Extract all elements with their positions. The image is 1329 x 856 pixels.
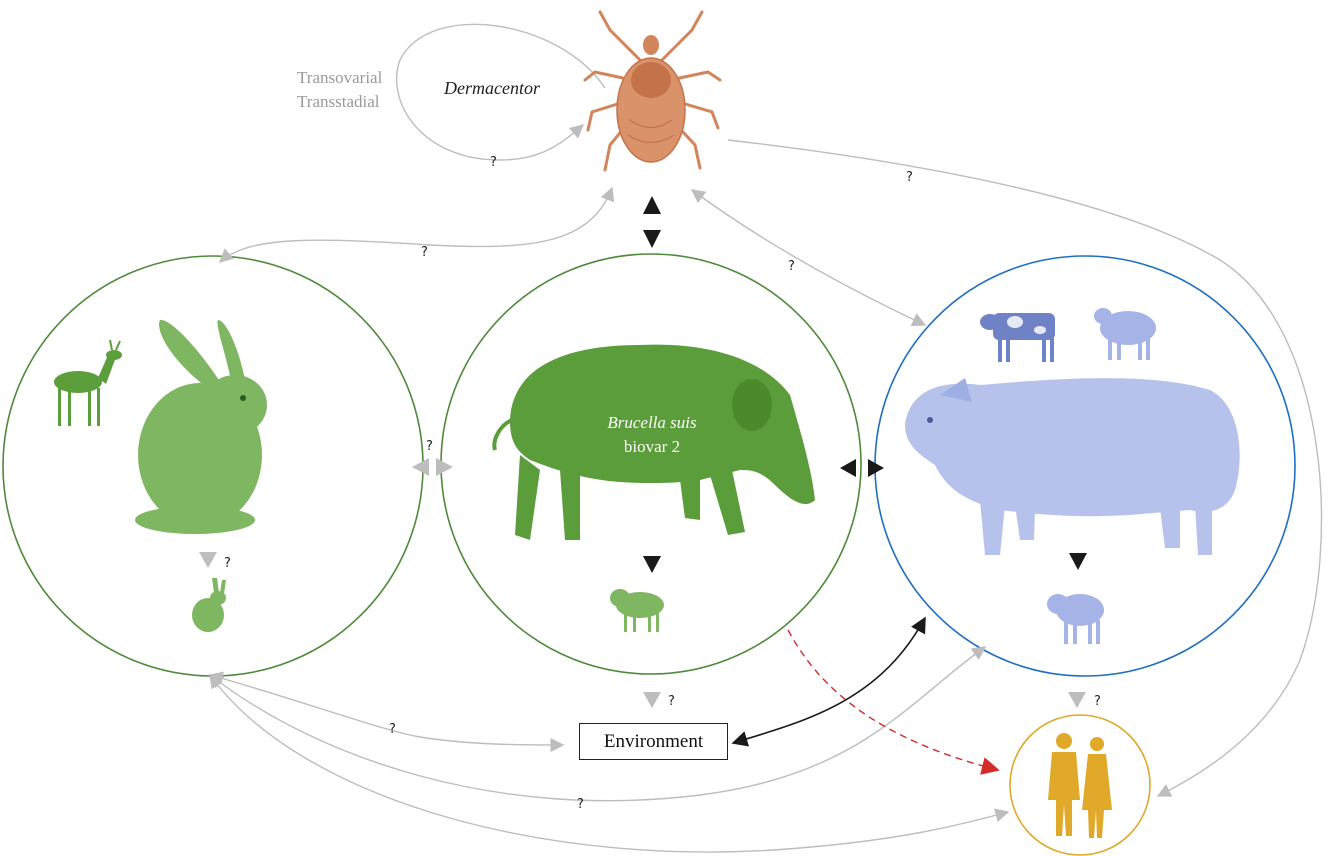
q-hares-boar: ? bbox=[426, 439, 433, 454]
transstadial-label: Transstadial bbox=[297, 92, 380, 111]
transovarial-label: Transovarial bbox=[297, 68, 383, 87]
boar-offspring-arrowhead bbox=[643, 556, 661, 573]
pathogen-biovar-label: biovar 2 bbox=[624, 437, 680, 456]
q-tick-domestic: ? bbox=[788, 259, 795, 274]
environment-box: Environment bbox=[579, 723, 728, 760]
dermacentor-label: Dermacentor bbox=[443, 78, 541, 98]
human-silhouettes-icon bbox=[1048, 733, 1112, 838]
hare-icon bbox=[135, 320, 267, 534]
domestic-humans-arrowhead bbox=[1068, 692, 1086, 708]
tick-boar-up-arrowhead bbox=[643, 196, 661, 214]
tick-boar-down-arrowhead bbox=[643, 230, 661, 248]
q-hares-offspring: ? bbox=[224, 556, 231, 571]
q-boar-environment: ? bbox=[668, 694, 675, 709]
roe-deer-icon bbox=[54, 340, 122, 426]
q-hares-domestic: ? bbox=[577, 797, 584, 812]
tick-hares-arrow bbox=[220, 188, 612, 262]
pig-icon bbox=[905, 378, 1240, 555]
q-domestic-humans: ? bbox=[1094, 694, 1101, 709]
hares-humans-arrow bbox=[210, 675, 1008, 852]
hares-offspring-arrowhead bbox=[199, 552, 217, 568]
q-tick-loop: ? bbox=[490, 155, 497, 170]
hares-boar-right-arrowhead bbox=[436, 458, 453, 476]
boar-domestic-left-arrowhead bbox=[840, 459, 856, 477]
environment-label: Environment bbox=[604, 731, 703, 753]
boar-domestic-right-arrowhead bbox=[868, 459, 884, 477]
boar-piglet-icon bbox=[610, 589, 664, 632]
q-tick-hares: ? bbox=[421, 245, 428, 260]
environment-domestic-arrow bbox=[733, 618, 925, 743]
q-tick-humans: ? bbox=[906, 170, 913, 185]
cow-icon bbox=[980, 313, 1055, 362]
tick-icon bbox=[585, 12, 720, 170]
leveret-icon bbox=[192, 578, 226, 632]
pathogen-name-label: Brucella suis bbox=[607, 413, 697, 432]
humans-circle bbox=[1010, 715, 1150, 855]
hares-boar-left-arrowhead bbox=[412, 458, 429, 476]
boar-humans-dashed-arrow bbox=[788, 630, 998, 770]
q-hares-environment: ? bbox=[389, 722, 396, 737]
piglet-icon bbox=[1047, 594, 1104, 644]
boar-environment-arrowhead bbox=[643, 692, 661, 708]
sheep-icon bbox=[1094, 308, 1156, 360]
tick-domestic-arrow bbox=[692, 190, 925, 325]
domestic-offspring-arrowhead bbox=[1069, 553, 1087, 570]
